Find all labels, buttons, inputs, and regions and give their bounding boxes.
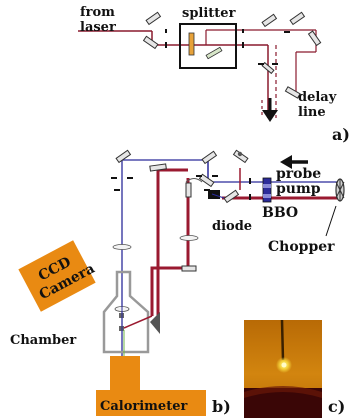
calorimeter-label: Calorimeter xyxy=(100,399,187,414)
arrow-down-icon xyxy=(262,98,278,122)
pump-beam xyxy=(150,168,342,316)
splitter-crystal xyxy=(188,32,195,56)
panel-a-label: a) xyxy=(332,125,350,144)
arrow-left-icon xyxy=(280,155,308,169)
mirror-icon xyxy=(284,86,301,99)
from-laser-label: from laser xyxy=(80,5,119,35)
bbo-label: BBO xyxy=(262,205,298,221)
mirror-icon xyxy=(181,265,197,272)
calorimeter-body xyxy=(110,356,140,390)
mirror-icon xyxy=(185,182,192,198)
splitter-label: splitter xyxy=(182,6,236,21)
mirror-icon xyxy=(307,30,322,47)
mirror-icon xyxy=(149,163,167,172)
mirror-icon xyxy=(261,13,278,28)
mirror-icon xyxy=(223,189,240,204)
chopper-icon xyxy=(335,178,345,202)
probe-label: probe xyxy=(276,166,321,182)
lens-icon xyxy=(112,244,132,250)
panel-b-label: b) xyxy=(212,397,231,416)
lens-icon xyxy=(179,235,199,241)
panel-c-label: c) xyxy=(328,397,345,416)
splitter-box xyxy=(179,23,237,69)
chopper-label: Chopper xyxy=(268,239,335,255)
mirror-icon xyxy=(289,11,306,26)
lens-icon xyxy=(185,178,203,183)
chamber-label: Chamber xyxy=(10,333,76,348)
ccd-camera: CCD Camera xyxy=(18,240,98,312)
mirror-icon xyxy=(145,11,162,26)
bbo-crystal xyxy=(262,177,272,203)
delay-line-label: delay line xyxy=(298,90,341,120)
mirror-icon xyxy=(201,150,218,165)
panel-c-photo xyxy=(244,319,322,418)
calorimeter-base xyxy=(96,390,206,416)
panel-a: from laser splitter delay line a) xyxy=(78,5,350,144)
mirror-icon xyxy=(115,149,132,164)
mirror-icon xyxy=(142,35,159,50)
panel-b: CCD Camera Calorimeter diode probe pump … xyxy=(10,149,345,416)
splitter-mirror xyxy=(205,46,223,60)
chamber-outline xyxy=(102,270,150,354)
diode-label: diode xyxy=(212,219,252,234)
pump-label: pump xyxy=(276,181,321,197)
